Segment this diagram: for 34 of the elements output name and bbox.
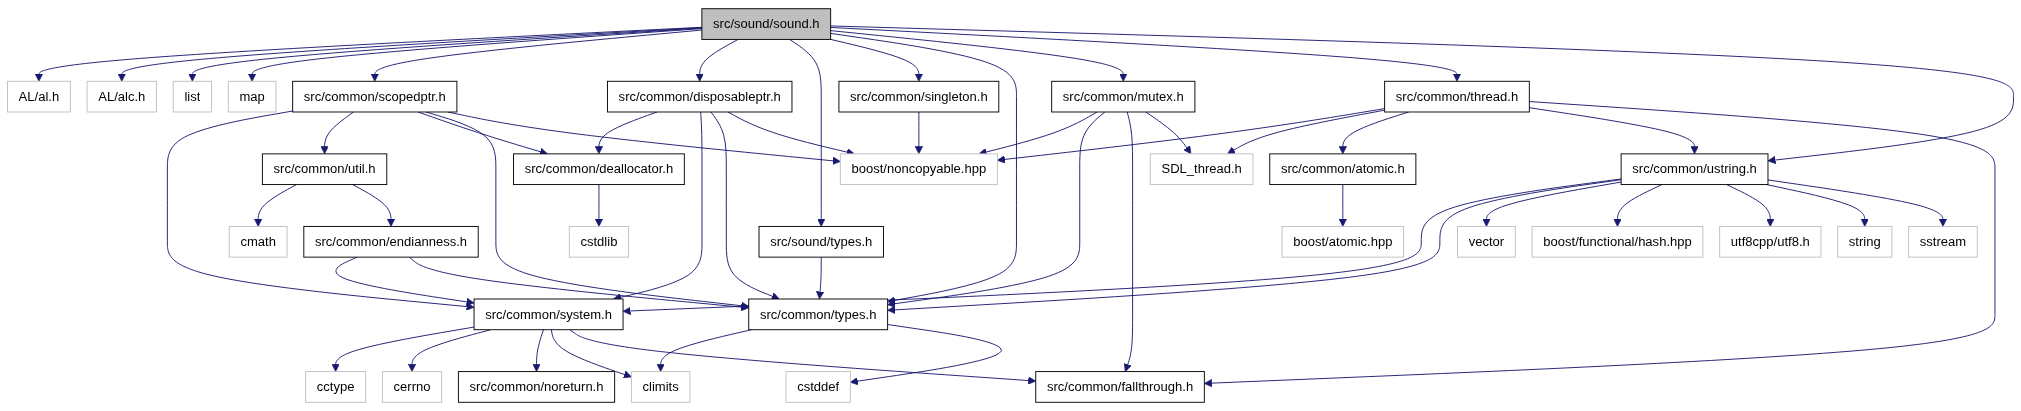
node-box: src/common/fallthrough.h [1035,371,1205,403]
node-box: string [1837,225,1893,258]
node-box: boost/atomic.hpp [1281,225,1405,258]
node-box: AL/alc.h [86,80,157,113]
node-box: src/common/scopedptr.h [292,80,458,113]
node-box: utf8cpp/utf8.h [1719,225,1822,258]
node-box: map [227,80,277,113]
node-box: list [172,80,212,113]
node-box: climits [630,371,691,403]
node-box: cstdlib [568,225,630,258]
node-box: SDL_thread.h [1149,153,1254,186]
node-box: src/common/disposableptr.h [607,80,793,113]
node-box: boost/functional/hash.hpp [1531,225,1704,258]
node-box: AL/al.h [6,80,71,113]
node-box: cctype [305,371,367,403]
node-box: boost/noncopyable.hpp [839,153,998,186]
node-box: cerrno [381,371,443,403]
node-box: cmath [228,225,288,258]
node-box: src/sound/sound.h [701,8,832,40]
node-box: src/common/mutex.h [1051,80,1196,113]
node-box: vector [1457,225,1516,258]
node-box: src/common/deallocator.h [513,153,685,186]
node-box: src/common/thread.h [1384,80,1530,113]
node-box: cstddef [785,371,851,403]
node-box: src/common/types.h [748,298,889,331]
node-box: sstream [1908,225,1978,258]
node-box: src/common/endianness.h [303,225,479,258]
node-box: src/common/util.h [261,153,388,186]
node-box: src/common/atomic.h [1269,153,1417,186]
node-box: src/common/ustring.h [1620,153,1769,186]
node-box: src/common/singleton.h [838,80,1000,113]
node-box: src/common/noreturn.h [457,371,616,403]
node-box: src/sound/types.h [758,225,884,258]
node-box: src/common/system.h [473,298,624,331]
